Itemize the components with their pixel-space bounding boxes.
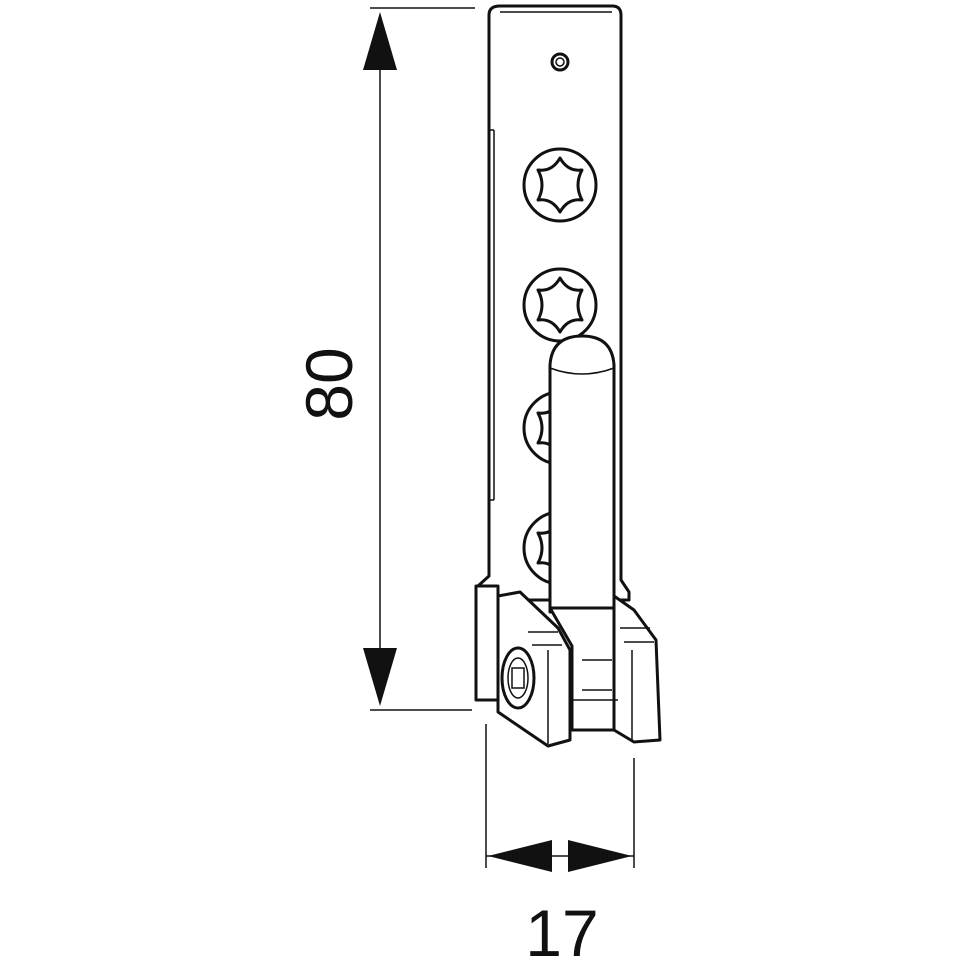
hinge-base — [474, 584, 500, 702]
height-arrow-top — [363, 12, 397, 70]
width-dimension-label: 17 — [525, 896, 598, 962]
hinge-block-details — [528, 627, 654, 744]
side-screw — [500, 646, 536, 710]
width-arrow-right — [568, 840, 632, 872]
hinge-block-right — [612, 594, 662, 744]
hinge-part — [474, 4, 662, 748]
width-dimension: 17 — [485, 724, 635, 962]
height-arrow-bottom — [363, 648, 397, 706]
pin-hole — [550, 52, 570, 72]
height-dimension-label: 80 — [292, 347, 366, 420]
torx-screw-1 — [522, 147, 598, 223]
plate-edge-detail — [489, 11, 612, 501]
pin-hole-inner — [555, 57, 565, 67]
hinge-pin — [548, 334, 616, 614]
hinge-pin-cap-line — [549, 367, 615, 375]
height-dimension: 80 — [292, 7, 475, 711]
width-arrow-left — [488, 840, 552, 872]
